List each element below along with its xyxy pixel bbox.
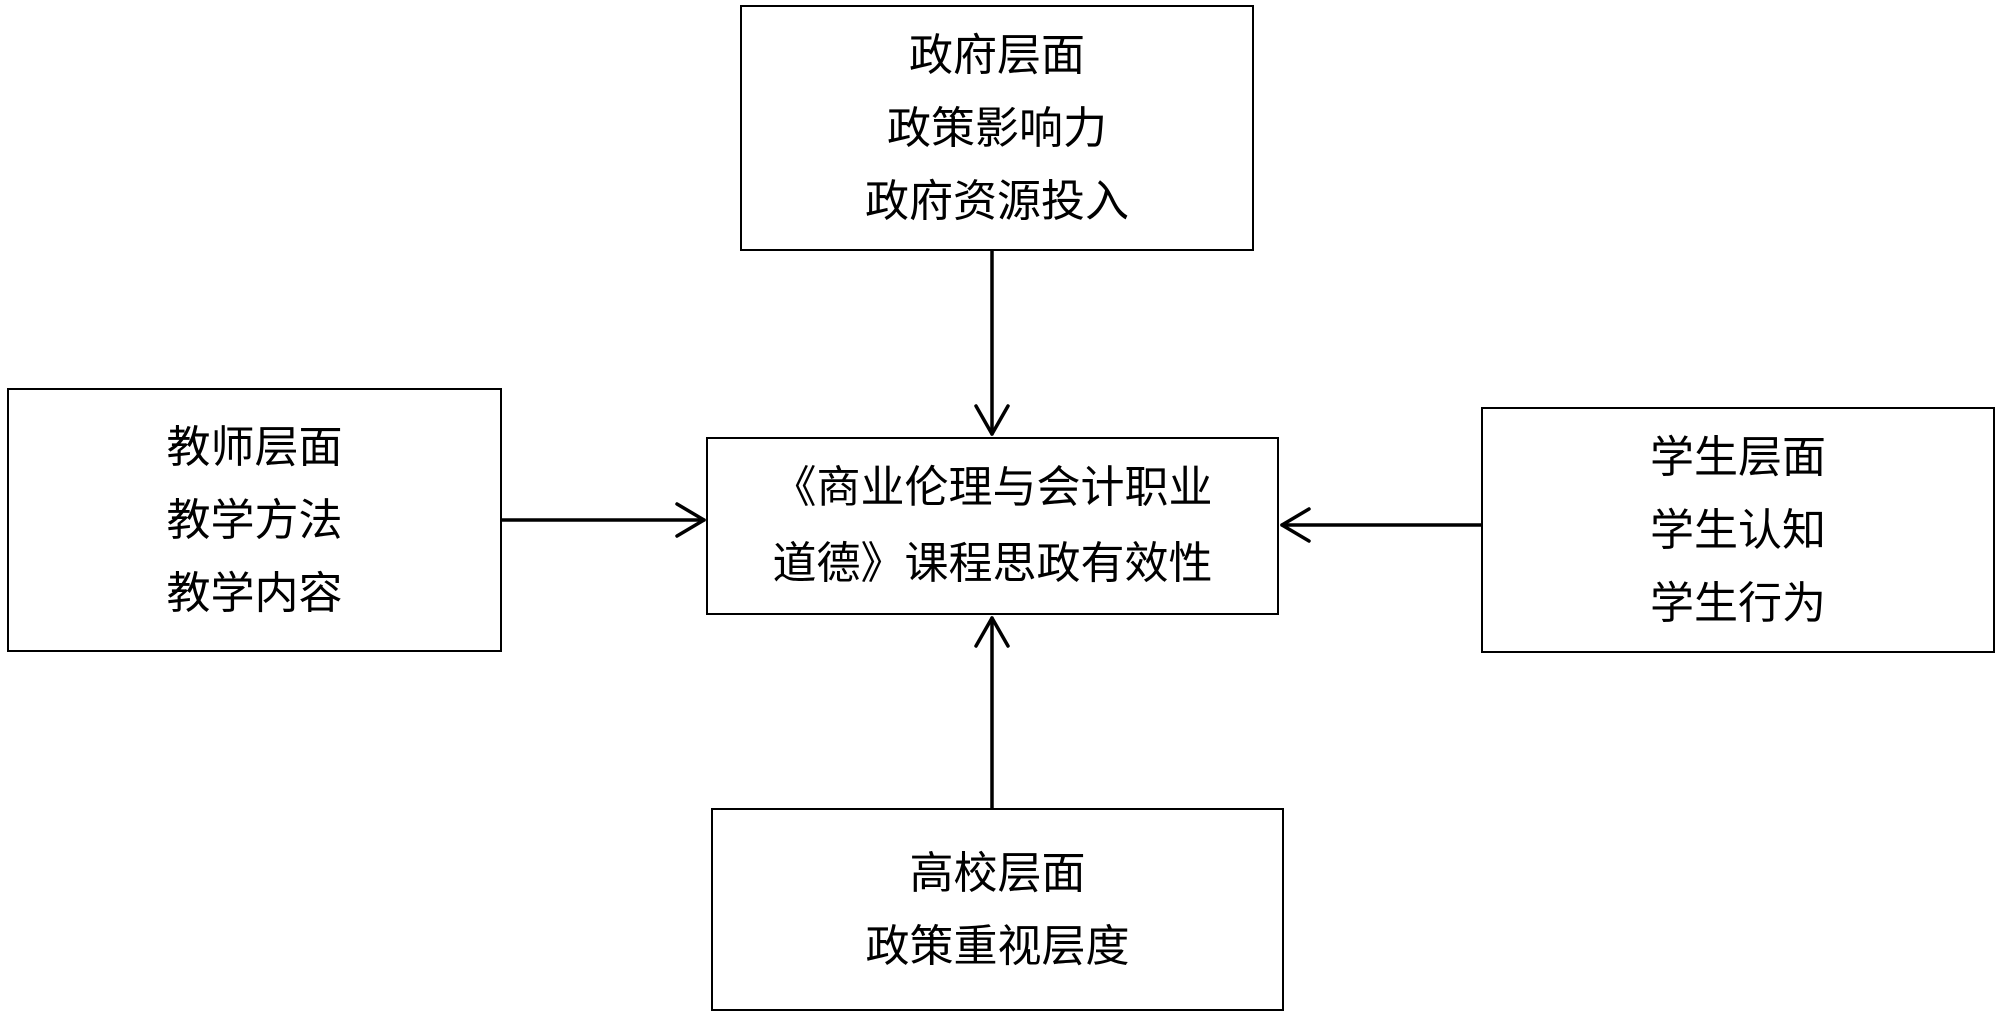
student-cognition-label: 学生认知 [1650, 504, 1826, 556]
student-level-box: 学生层面 学生认知 学生行为 [1481, 407, 1995, 653]
government-level-title: 政府层面 [909, 29, 1085, 81]
university-level-title: 高校层面 [909, 847, 1086, 899]
arrow-teacher-to-center-head [675, 502, 706, 538]
arrow-government-to-center-head [974, 404, 1010, 436]
arrow-student-to-center-head [1280, 507, 1311, 543]
government-level-box: 政府层面 政策影响力 政府资源投入 [740, 5, 1254, 251]
teaching-method-label: 教学方法 [166, 494, 343, 546]
teaching-content-label: 教学内容 [166, 567, 343, 619]
student-behavior-label: 学生行为 [1650, 577, 1826, 629]
policy-influence-label: 政策影响力 [887, 102, 1107, 154]
course-effectiveness-line-1: 《商业伦理与会计职业 [772, 462, 1213, 513]
government-resource-input-label: 政府资源投入 [865, 175, 1129, 227]
university-level-box: 高校层面 政策重视层度 [711, 808, 1284, 1011]
teacher-level-title: 教师层面 [166, 421, 343, 473]
teacher-level-box: 教师层面 教学方法 教学内容 [7, 388, 502, 652]
student-level-title: 学生层面 [1650, 431, 1826, 483]
course-effectiveness-box: 《商业伦理与会计职业 道德》课程思政有效性 [706, 437, 1279, 615]
course-effectiveness-line-2: 道德》课程思政有效性 [772, 538, 1213, 589]
arrow-university-to-center-head [974, 616, 1010, 648]
policy-emphasis-label: 政策重视层度 [865, 920, 1130, 972]
